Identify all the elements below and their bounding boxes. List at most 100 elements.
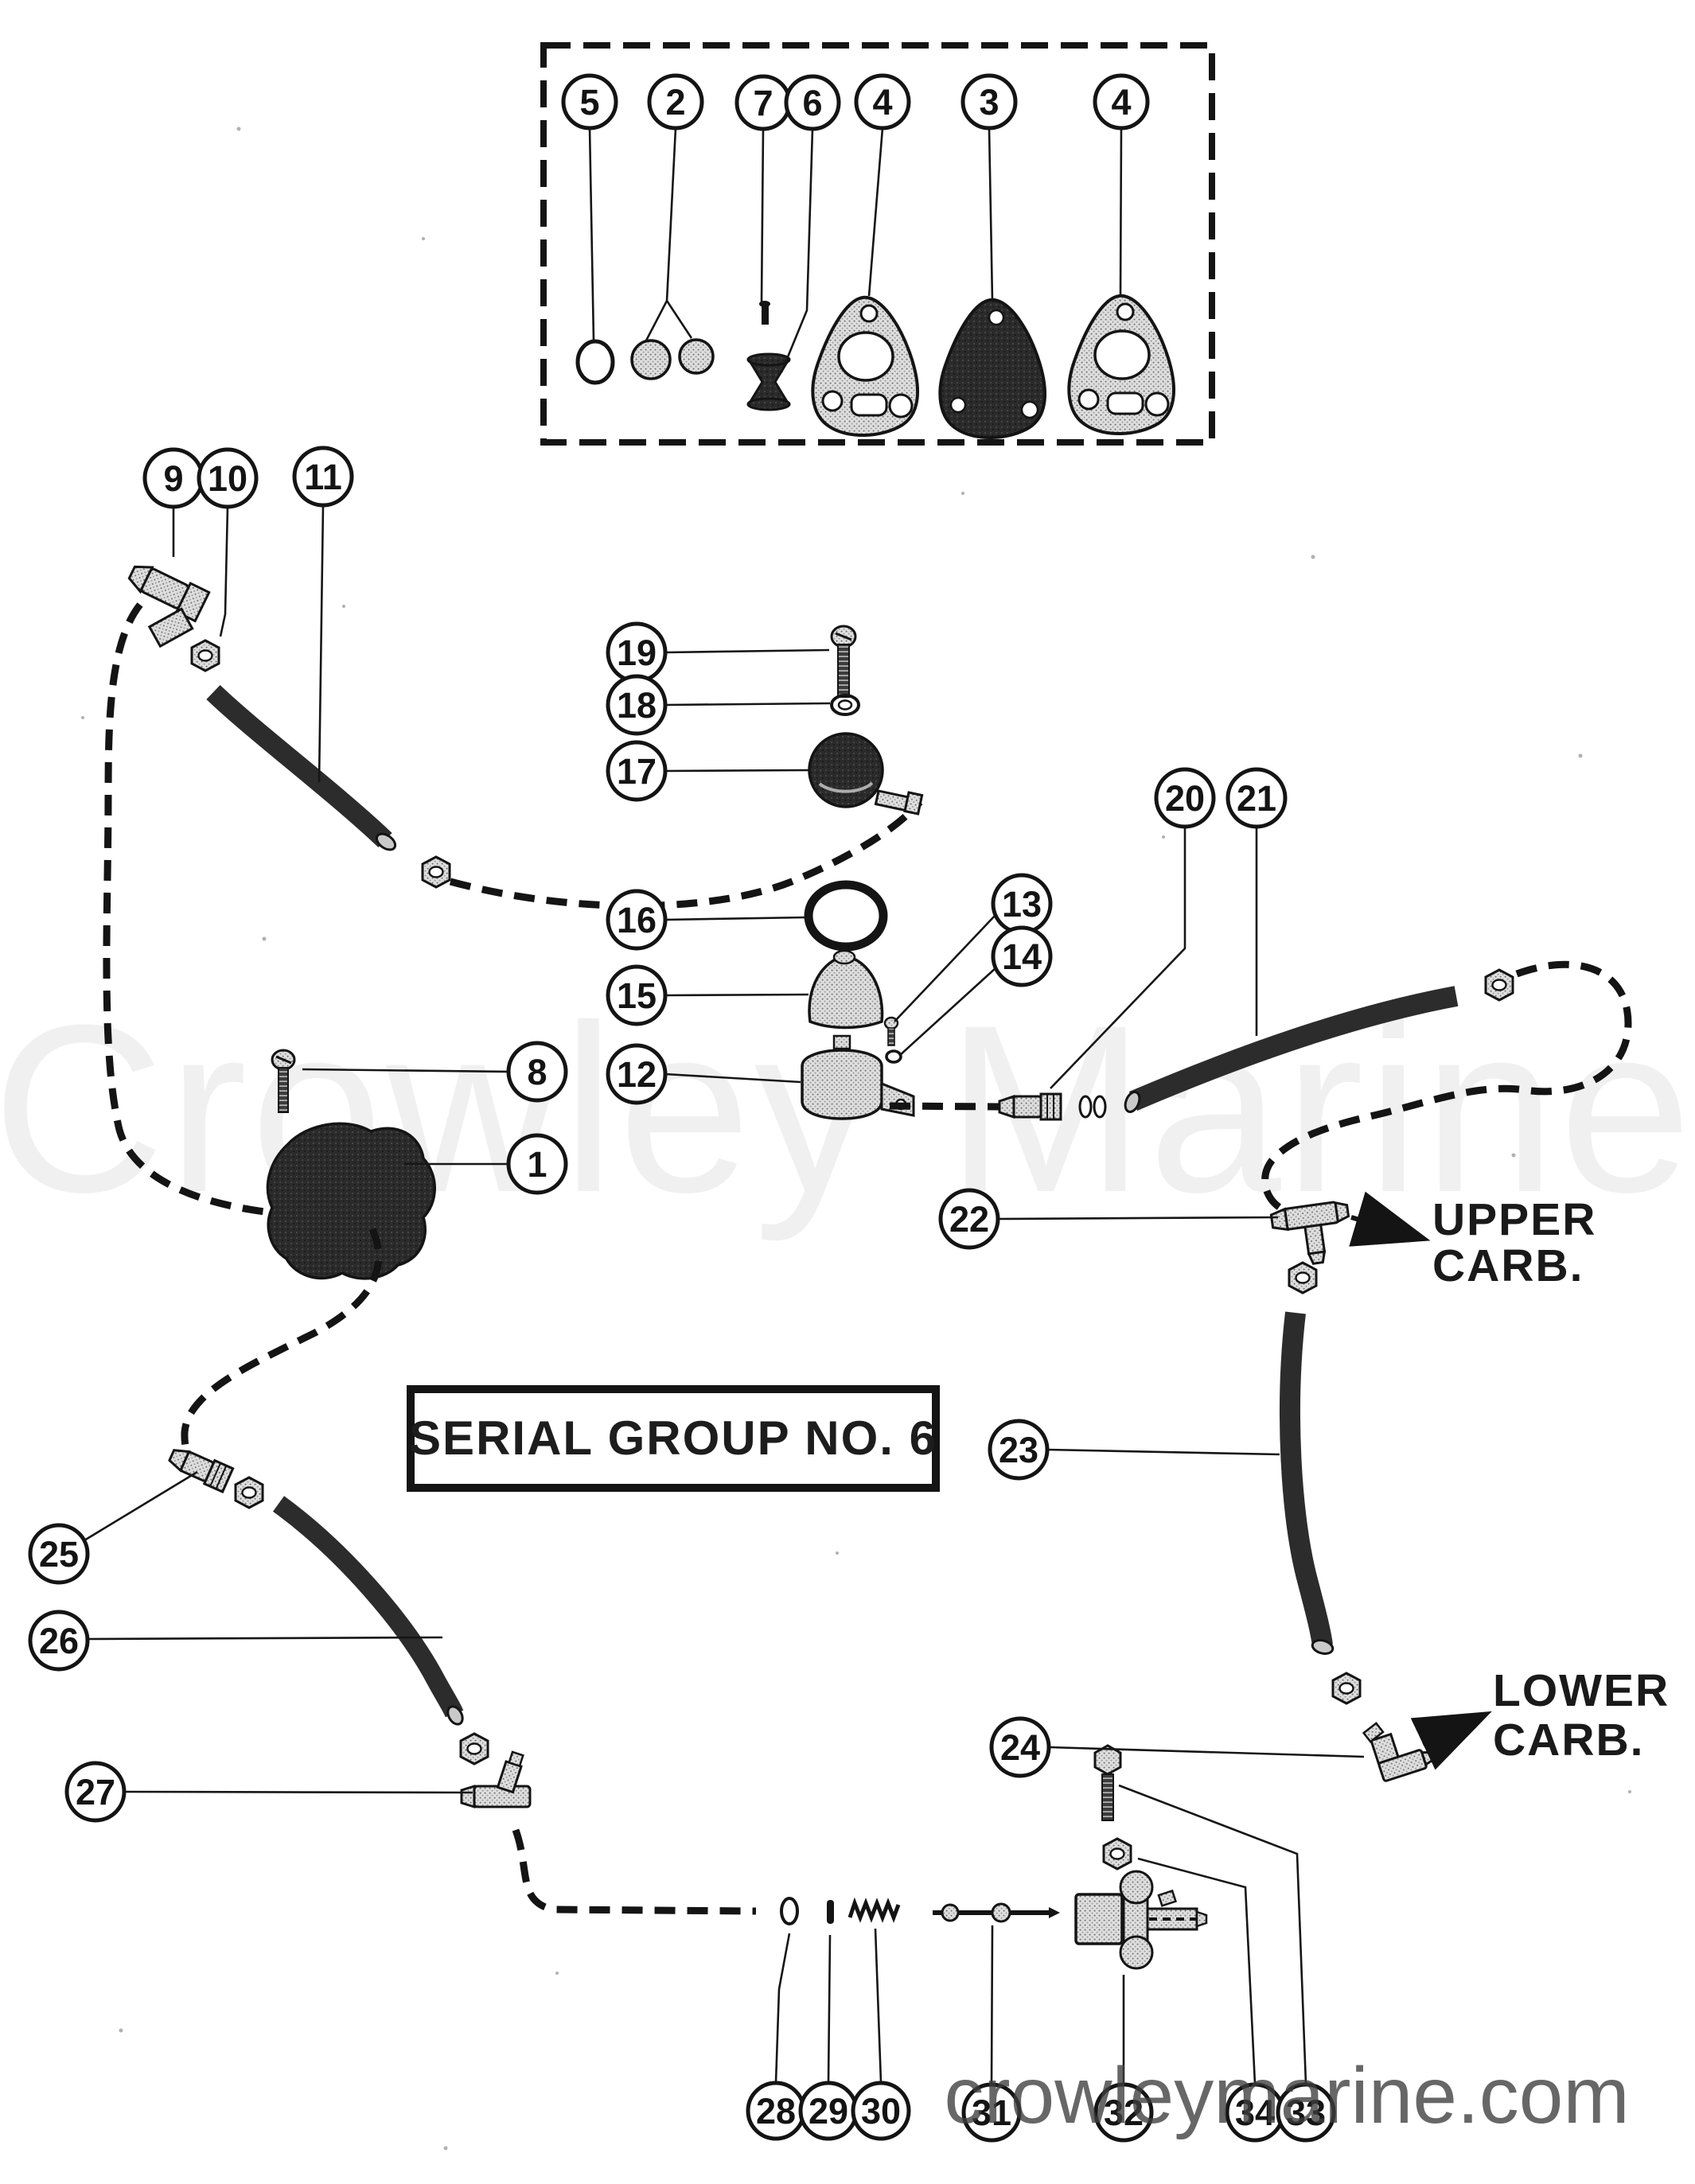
callout-circle-11[interactable] [292, 446, 354, 508]
callout-circle-2[interactable] [647, 73, 704, 130]
watermark-crowleymarine-com: crowleymarine.com [944, 2051, 1629, 2140]
callout-2-1[interactable]: 2 [647, 73, 704, 130]
dashed-fuel-line-pump-to-fitting-25 [181, 1228, 383, 1474]
callout-10-8[interactable]: 10 [197, 447, 259, 509]
callout-circle-27[interactable] [64, 1761, 127, 1823]
callout-circle-8[interactable] [506, 1041, 568, 1103]
callout-21-21[interactable]: 21 [1225, 767, 1288, 829]
callout-20-20[interactable]: 20 [1154, 767, 1216, 829]
part-connector-fitting-20 [998, 1092, 1062, 1121]
callout-number-18: 18 [617, 685, 657, 726]
leader-line-26 [87, 1636, 443, 1641]
part-nut-hose-23-end [1331, 1672, 1362, 1705]
callout-29-29[interactable]: 29 [798, 2081, 859, 2141]
callout-circle-14[interactable] [991, 925, 1053, 987]
callout-circle-26[interactable] [28, 1610, 90, 1672]
callout-26-26[interactable]: 26 [28, 1610, 90, 1672]
leader-line-14 [898, 967, 997, 1057]
upper-carb-label-line2: CARB. [1432, 1240, 1584, 1291]
callout-28-28[interactable]: 28 [746, 2081, 806, 2141]
callout-number-4: 4 [1111, 82, 1131, 123]
callout-circle-23[interactable] [988, 1419, 1050, 1481]
callout-number-11: 11 [304, 457, 342, 497]
leader-line-19 [664, 648, 830, 654]
callout-number-8: 8 [527, 1052, 547, 1092]
leader-line-4 [1119, 127, 1123, 297]
callout-circle-32[interactable] [1093, 2082, 1154, 2143]
part-fuel-hose-26 [272, 1496, 464, 1718]
callout-circle-31[interactable] [961, 2082, 1022, 2143]
callout-16-13[interactable]: 16 [606, 889, 668, 951]
callout-23-23[interactable]: 23 [988, 1419, 1050, 1481]
callout-circle-15[interactable] [606, 964, 668, 1026]
callout-31-31[interactable]: 31 [961, 2082, 1022, 2143]
callout-circle-1[interactable] [506, 1133, 568, 1195]
part-check-valve-6 [746, 352, 791, 411]
callout-circle-17[interactable] [606, 740, 668, 802]
part-screw-19 [830, 625, 857, 698]
leader-line-27 [123, 1790, 473, 1794]
leader-line-10 [219, 506, 229, 637]
leader-line-13 [894, 914, 996, 1022]
callout-number-22: 22 [949, 1199, 989, 1240]
part-washer-18 [830, 694, 860, 716]
callout-17-12[interactable]: 17 [606, 740, 668, 802]
serial-group-box [407, 1385, 940, 1492]
callout-32-32[interactable]: 32 [1093, 2082, 1154, 2143]
callout-circle-18[interactable] [606, 674, 668, 736]
callout-15-14[interactable]: 15 [606, 964, 668, 1026]
part-plunger-rod-31 [933, 1902, 1060, 1923]
callout-circle-16[interactable] [606, 889, 668, 951]
callout-number-30: 30 [861, 2091, 901, 2131]
callout-circle-33[interactable] [1276, 2082, 1336, 2143]
callout-circle-24[interactable] [989, 1716, 1051, 1778]
callout-circle-5[interactable] [561, 73, 618, 130]
callout-circle-10[interactable] [197, 447, 259, 509]
part-fuel-hose-23 [1280, 1311, 1333, 1647]
leader-line-16 [664, 916, 808, 921]
callout-13-16[interactable]: 13 [991, 873, 1053, 935]
dashed-fuel-line-left [103, 602, 272, 1217]
callout-24-24[interactable]: 24 [989, 1716, 1051, 1778]
callout-27-27[interactable]: 27 [64, 1761, 127, 1823]
callout-34-33[interactable]: 34 [1225, 2082, 1285, 2143]
callout-9-7[interactable]: 9 [142, 447, 205, 509]
leader-lines-layer [84, 127, 1365, 2085]
callout-number-16: 16 [617, 900, 657, 940]
leader-line-33 [1118, 1784, 1307, 2085]
part-filter-base-12 [801, 1034, 915, 1120]
callout-14-17[interactable]: 14 [991, 925, 1053, 987]
callout-22-22[interactable]: 22 [938, 1188, 1000, 1250]
callout-circle-4[interactable] [1093, 73, 1150, 130]
callout-number-20: 20 [1165, 778, 1205, 819]
callout-circle-22[interactable] [938, 1188, 1000, 1250]
callout-25-25[interactable]: 25 [28, 1523, 90, 1585]
callout-11-9[interactable]: 11 [292, 446, 354, 508]
callout-12-15[interactable]: 12 [606, 1043, 668, 1105]
callout-1-19[interactable]: 1 [506, 1133, 568, 1195]
callout-3-5[interactable]: 3 [961, 73, 1018, 130]
leader-line-25 [84, 1470, 198, 1542]
callout-33-34[interactable]: 33 [1276, 2082, 1336, 2143]
part-fuel-pump-body-1 [266, 1122, 436, 1280]
callout-circle-4[interactable] [854, 73, 911, 130]
part-seal-ring-5 [575, 339, 615, 385]
callout-circle-21[interactable] [1225, 767, 1288, 829]
callout-circle-25[interactable] [28, 1523, 90, 1585]
callout-5-0[interactable]: 5 [561, 73, 618, 130]
callout-4-6[interactable]: 4 [1093, 73, 1150, 130]
callout-18-11[interactable]: 18 [606, 674, 668, 736]
callout-circle-12[interactable] [606, 1043, 668, 1105]
part-bolt-33 [1093, 1744, 1122, 1821]
callout-4-4[interactable]: 4 [854, 73, 911, 130]
callout-7-2[interactable]: 7 [734, 74, 792, 131]
callout-30-30[interactable]: 30 [851, 2081, 911, 2141]
callout-6-3[interactable]: 6 [784, 74, 841, 131]
callout-circle-6[interactable] [784, 74, 841, 131]
callout-8-18[interactable]: 8 [506, 1041, 568, 1103]
callout-circle-3[interactable] [961, 73, 1018, 130]
callout-circle-30[interactable] [851, 2081, 911, 2141]
callout-circle-20[interactable] [1154, 767, 1216, 829]
callout-19-10[interactable]: 19 [606, 621, 668, 683]
